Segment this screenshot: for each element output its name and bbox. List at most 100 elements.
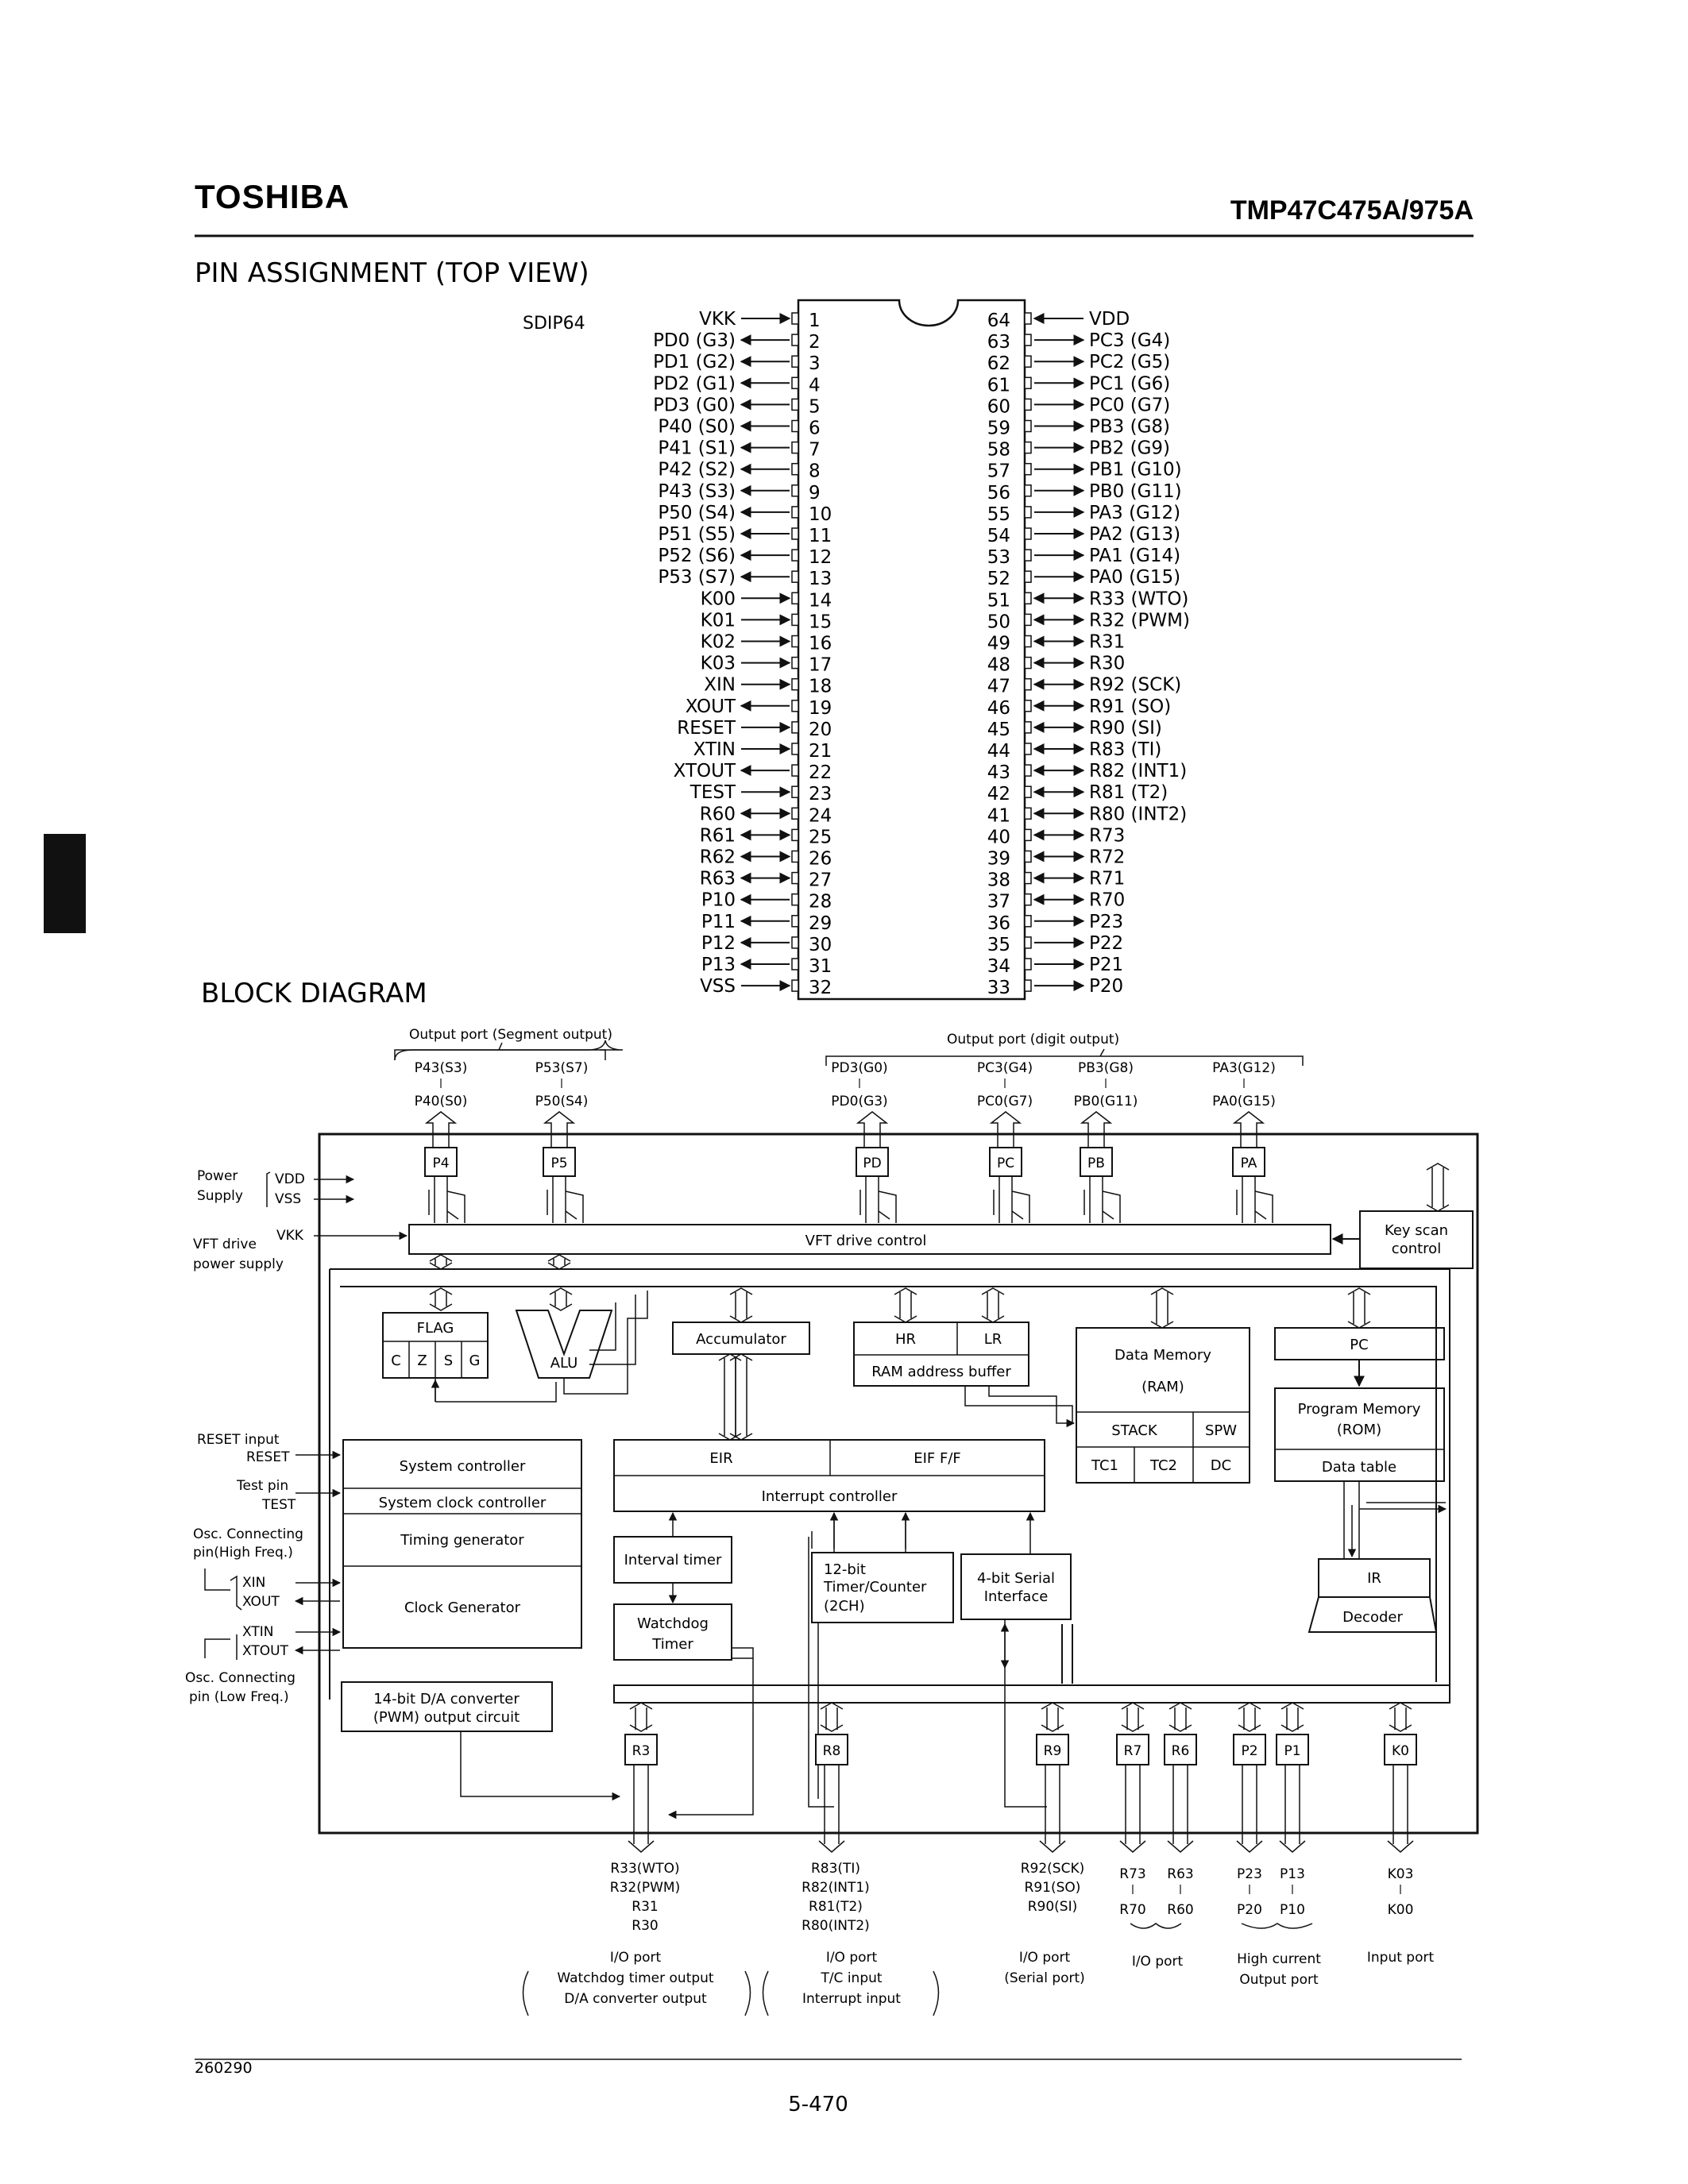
interrupt-controller-label: Interrupt controller (762, 1488, 898, 1505)
bottom-port-block (1116, 1734, 1149, 1765)
left-pin-name: P11 (701, 912, 736, 932)
bus-arrow (1347, 1287, 1371, 1329)
left-pin-number: 26 (809, 849, 832, 870)
right-pin-stub (1024, 441, 1032, 454)
vkk-label: VKK (276, 1228, 304, 1244)
da-converter-label-1: 14-bit D/A converter (373, 1691, 520, 1707)
left-pin-name: VKK (699, 309, 736, 330)
doc-code: 260290 (195, 2059, 253, 2077)
right-pin-name: R83 (TI) (1089, 739, 1161, 760)
power-label-1: Power (197, 1168, 238, 1184)
right-pin-stub (1024, 979, 1032, 992)
xin-label: XIN (242, 1575, 265, 1591)
left-pin-number: 4 (809, 375, 821, 396)
bottom-port-leg (1167, 1765, 1194, 1853)
right-pin-name: PB3 (G8) (1089, 417, 1170, 438)
bottom-port-block (815, 1734, 848, 1765)
right-pin-stub (1024, 592, 1032, 605)
top-port-block (1080, 1147, 1113, 1177)
left-pin-stub (791, 915, 799, 928)
left-pin-number: 32 (809, 978, 832, 998)
right-pin-name: R92 (SCK) (1089, 675, 1181, 696)
top-port-arrow (856, 1111, 889, 1148)
left-pin-stub (791, 700, 799, 712)
top-port-low-label: PD0(G3) (831, 1094, 887, 1109)
digit-brace (825, 1048, 1304, 1066)
left-pin-name: PD0 (G3) (653, 330, 736, 351)
right-pin-stub (1024, 743, 1032, 755)
bottom-pin-high: R73 (1119, 1866, 1145, 1882)
top-port-driver (1083, 1176, 1121, 1223)
left-pin-number: 31 (809, 956, 832, 977)
right-pin-stub (1024, 893, 1032, 906)
bottom-port-block (1164, 1734, 1197, 1765)
left-pin-name: R63 (700, 869, 736, 889)
left-pin-name: TEST (689, 782, 736, 803)
bus-arrow (894, 1287, 917, 1323)
ram-label: (RAM) (1141, 1379, 1184, 1395)
left-pin-stub (791, 828, 799, 842)
bottom-pin-label: R83(TI) (811, 1861, 860, 1877)
right-pin-number: 50 (987, 612, 1010, 632)
osc-high-label-2: pin(High Freq.) (193, 1545, 293, 1561)
alu-block (515, 1310, 613, 1379)
left-pin-name: P42 (S2) (658, 460, 736, 480)
right-pin-name: PB2 (G9) (1089, 438, 1170, 459)
bottom-pin-low: P10 (1280, 1902, 1305, 1918)
eif-label: EIF F/F (914, 1450, 961, 1467)
bottom-description: Watchdog timer output (557, 1970, 714, 1986)
top-port-label: P5 (550, 1156, 567, 1171)
left-pin-number: 5 (809, 396, 821, 417)
top-port-arrow (1080, 1111, 1113, 1148)
top-port-label: PA (1241, 1156, 1257, 1171)
osc-high-label-1: Osc. Connecting (193, 1526, 303, 1542)
data-table-label: Data table (1322, 1459, 1396, 1476)
bottom-description: T/C input (820, 1970, 882, 1986)
left-pin-name: RESET (677, 718, 736, 739)
bottom-pin-low: R60 (1167, 1902, 1193, 1918)
right-pin-name: PA2 (G13) (1089, 524, 1180, 545)
bottom-description: Interrupt input (802, 1991, 901, 2007)
left-pin-number: 13 (809, 569, 832, 589)
right-pin-stub (1024, 807, 1032, 820)
left-pin-name: VSS (700, 976, 736, 997)
right-pin-number: 47 (987, 677, 1010, 697)
bottom-description: I/O port (1132, 1954, 1184, 1970)
right-pin-name: R32 (PWM) (1089, 610, 1190, 631)
left-pin-stub (791, 677, 799, 691)
right-pin-number: 53 (987, 547, 1010, 568)
vss-label: VSS (275, 1191, 301, 1207)
bottom-pin-high: P13 (1280, 1866, 1305, 1882)
bus-arrow (718, 1353, 742, 1441)
bottom-bus-arrow (1280, 1702, 1304, 1732)
xout-label: XOUT (242, 1594, 280, 1610)
right-pin-stub (1024, 376, 1032, 390)
right-pin-name: R73 (1089, 825, 1125, 846)
right-pin-name: P22 (1089, 933, 1123, 954)
bottom-port-label: R7 (1124, 1743, 1142, 1759)
bus-arrow (1150, 1287, 1174, 1329)
top-port-driver (993, 1176, 1030, 1223)
left-pin-stub (791, 871, 799, 885)
left-pin-stub (791, 721, 799, 734)
bottom-pin-label: R30 (632, 1918, 658, 1934)
bottom-pin-high: K03 (1388, 1866, 1414, 1882)
bottom-port-block (1384, 1734, 1417, 1765)
right-pin-name: PC1 (G6) (1089, 373, 1170, 394)
left-pin-name: R60 (700, 804, 736, 824)
left-pin-stub (791, 462, 799, 476)
left-pin-name: K03 (701, 654, 736, 674)
io2-paren-right (933, 1970, 940, 2016)
right-pin-number: 46 (987, 698, 1010, 719)
hr-label: HR (895, 1331, 916, 1348)
left-pin-stub (791, 419, 799, 433)
left-pin-number: 21 (809, 741, 832, 762)
left-pin-number: 6 (809, 419, 821, 439)
vft-power-label-1: VFT drive (193, 1237, 257, 1252)
right-pin-stub (1024, 677, 1032, 691)
bottom-port-leg (1279, 1765, 1306, 1853)
ram-buffer-label: RAM address buffer (871, 1364, 1011, 1380)
left-pin-name: XIN (704, 675, 736, 696)
right-pin-stub (1024, 419, 1032, 433)
